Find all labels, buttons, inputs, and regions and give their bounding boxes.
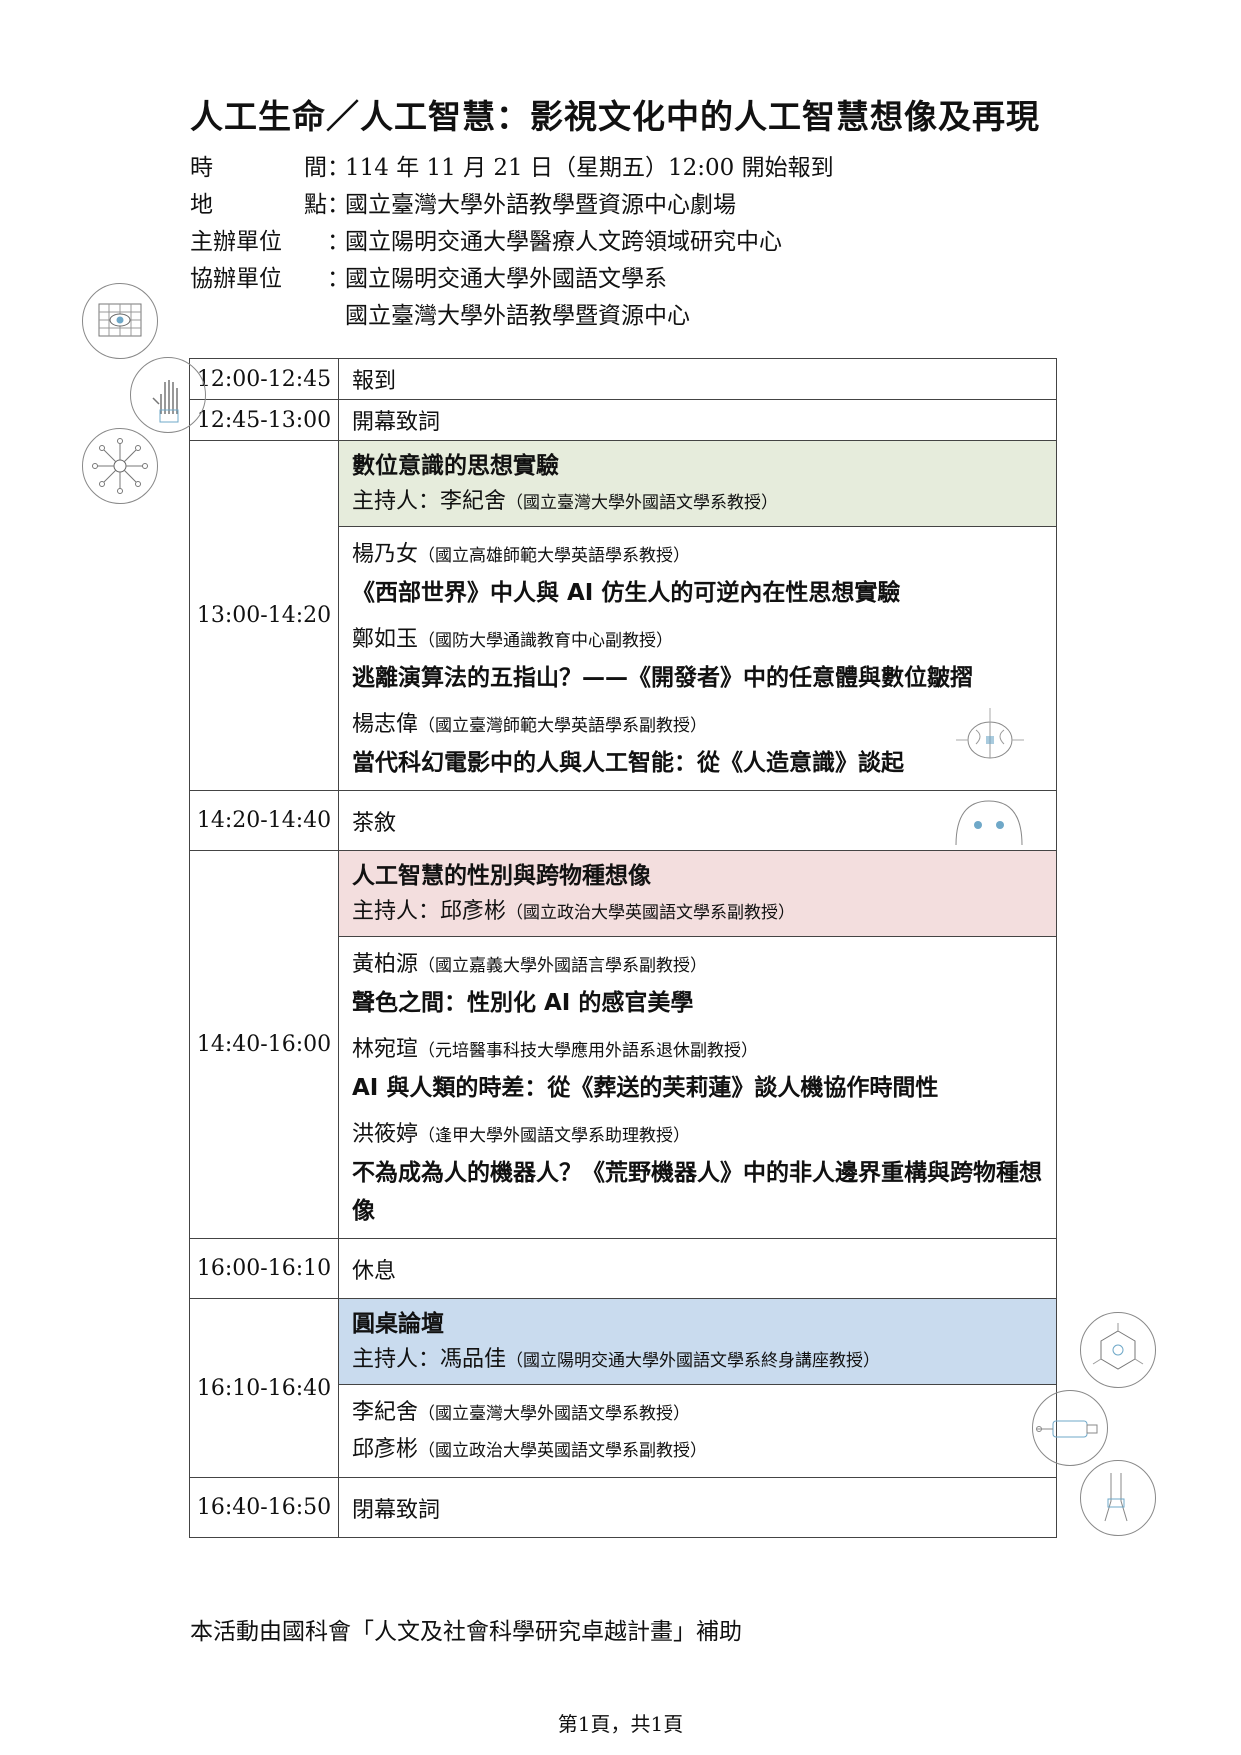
- session-cell: 人工智慧的性別與跨物種想像 主持人：邱彥彬（國立政治大學英國語文學系副教授） 黃…: [338, 850, 1057, 1239]
- panelist: 李紀舍（國立臺灣大學外國語文學系教授）: [352, 1400, 691, 1425]
- session-host: 主持人：馮品佳（國立陽明交通大學外國語文學系終身講座教授）: [352, 1347, 881, 1372]
- document-title: 人工生命／人工智慧：影視文化中的人工智慧想像及再現: [190, 97, 1040, 136]
- schedule-row-closing: 16:40-16:50 閉幕致詞: [189, 1477, 1057, 1538]
- time-cell: 14:20-14:40: [189, 790, 339, 851]
- time-cell: 16:00-16:10: [189, 1238, 339, 1299]
- info-place-value: 國立臺灣大學外語教學暨資源中心劇場: [345, 192, 736, 218]
- session-title: 數位意識的思想實驗: [352, 453, 559, 479]
- page-number: 第1頁，共1頁: [557, 1712, 684, 1736]
- talk-topic: 《西部世界》中人與 AI 仿生人的可逆內在性思想實驗: [352, 580, 901, 606]
- info-coorganizer-row-2: 國立臺灣大學外語教學暨資源中心: [190, 298, 834, 335]
- schedule-row-registration: 12:00-12:45 報到: [189, 358, 1057, 400]
- session-title: 人工智慧的性別與跨物種想像: [352, 863, 651, 889]
- session-panelists: 李紀舍（國立臺灣大學外國語文學系教授） 邱彥彬（國立政治大學英國語文學系副教授）: [339, 1384, 1056, 1477]
- item-cell: 閉幕致詞: [338, 1477, 1057, 1538]
- eye-grid-icon: [82, 283, 158, 359]
- item-cell: 休息: [338, 1238, 1057, 1299]
- schedule-row-opening: 12:45-13:00 開幕致詞: [189, 399, 1057, 441]
- schedule-row-session-3: 16:10-16:40 圓桌論壇 主持人：馮品佳（國立陽明交通大學外國語文學系終…: [189, 1298, 1057, 1478]
- talk-item: 鄭如玉（國防大學通識教育中心副教授） 逃離演算法的五指山？——《開發者》中的任意…: [352, 622, 1043, 697]
- talk-topic: 不為成為人的機器人？《荒野機器人》中的非人邊界重構與跨物種想像: [352, 1160, 1042, 1224]
- robot-hand-icon: [130, 357, 206, 433]
- info-place-label: 地 點: [190, 192, 327, 218]
- talk-item: 楊志偉（國立臺灣師範大學英語學系副教授） 當代科幻電影中的人與人工智能：從《人造…: [352, 707, 1043, 782]
- info-organizer-label: 主辦單位: [190, 229, 282, 255]
- talk-speaker: 楊乃女（國立高雄師範大學英語學系教授）: [352, 542, 691, 567]
- session-host: 主持人：邱彥彬（國立政治大學英國語文學系副教授）: [352, 899, 796, 924]
- time-cell: 13:00-14:20: [189, 440, 339, 791]
- schedule-table: 12:00-12:45 報到 12:45-13:00 開幕致詞 13:00-14…: [189, 358, 1057, 1538]
- session-title: 圓桌論壇: [352, 1311, 444, 1337]
- session-host: 主持人：李紀舍（國立臺灣大學外國語文學系教授）: [352, 489, 779, 514]
- talk-speaker: 鄭如玉（國防大學通識教育中心副教授）: [352, 627, 674, 652]
- session-header: 人工智慧的性別與跨物種想像 主持人：邱彥彬（國立政治大學英國語文學系副教授）: [339, 851, 1056, 936]
- brain-circuit-icon: [950, 700, 1030, 780]
- info-organizer-value: 國立陽明交通大學醫療人文跨領域研究中心: [345, 229, 782, 255]
- time-cell: 12:45-13:00: [189, 399, 339, 441]
- time-cell: 12:00-12:45: [189, 358, 339, 400]
- info-time-value: 114 年 11 月 21 日（星期五）12:00 開始報到: [345, 155, 834, 181]
- session-talks: 黃柏源（國立嘉義大學外國語言學系副教授） 聲色之間：性別化 AI 的感官美學 林…: [339, 936, 1056, 1238]
- talk-speaker: 楊志偉（國立臺灣師範大學英語學系副教授）: [352, 712, 708, 737]
- session-cell: 圓桌論壇 主持人：馮品佳（國立陽明交通大學外國語文學系終身講座教授） 李紀舍（國…: [338, 1298, 1057, 1478]
- talk-item: 洪筱婷（逢甲大學外國語文學系助理教授） 不為成為人的機器人？《荒野機器人》中的非…: [352, 1117, 1043, 1230]
- talk-item: 黃柏源（國立嘉義大學外國語言學系副教授） 聲色之間：性別化 AI 的感官美學: [352, 947, 1043, 1022]
- talk-topic: 聲色之間：性別化 AI 的感官美學: [352, 990, 694, 1016]
- talk-item: 林宛瑄（元培醫事科技大學應用外語系退休副教授） AI 與人類的時差：從《葬送的芙…: [352, 1032, 1043, 1107]
- robot-head-icon: [948, 795, 1030, 846]
- info-organizer-row: 主辦單位 ： 國立陽明交通大學醫療人文跨領域研究中心: [190, 224, 834, 261]
- time-cell: 16:10-16:40: [189, 1298, 339, 1478]
- talk-speaker: 黃柏源（國立嘉義大學外國語言學系副教授）: [352, 952, 708, 977]
- talk-speaker: 洪筱婷（逢甲大學外國語文學系助理教授）: [352, 1122, 691, 1147]
- time-cell: 14:40-16:00: [189, 850, 339, 1239]
- info-coorganizer-row: 協辦單位 ： 國立陽明交通大學外國語文學系: [190, 261, 834, 298]
- robot-arm-icon: [1032, 1390, 1108, 1466]
- talk-topic: 當代科幻電影中的人與人工智能：從《人造意識》談起: [352, 750, 904, 776]
- time-cell: 16:40-16:50: [189, 1477, 339, 1538]
- info-coorganizer-value-2: 國立臺灣大學外語教學暨資源中心: [345, 303, 690, 329]
- schedule-row-tea: 14:20-14:40 茶敘: [189, 790, 1057, 851]
- funding-note: 本活動由國科會「人文及社會科學研究卓越計畫」補助: [190, 1619, 742, 1645]
- info-time-label: 時 間: [190, 155, 327, 181]
- item-cell: 報到: [338, 358, 1057, 400]
- network-node-icon: [82, 428, 158, 504]
- item-cell: 茶敘: [338, 790, 1057, 851]
- info-place-row: 地 點 ： 國立臺灣大學外語教學暨資源中心劇場: [190, 187, 834, 224]
- session-talks: 楊乃女（國立高雄師範大學英語學系教授） 《西部世界》中人與 AI 仿生人的可逆內…: [339, 526, 1056, 790]
- item-cell: 開幕致詞: [338, 399, 1057, 441]
- session-header: 數位意識的思想實驗 主持人：李紀舍（國立臺灣大學外國語文學系教授）: [339, 441, 1056, 526]
- info-coorganizer-label: 協辦單位: [190, 266, 282, 292]
- molecule-icon: [1080, 1312, 1156, 1388]
- schedule-row-session-1: 13:00-14:20 數位意識的思想實驗 主持人：李紀舍（國立臺灣大學外國語文…: [189, 440, 1057, 791]
- info-time-row: 時 間 ： 114 年 11 月 21 日（星期五）12:00 開始報到: [190, 150, 834, 187]
- session-header: 圓桌論壇 主持人：馮品佳（國立陽明交通大學外國語文學系終身講座教授）: [339, 1299, 1056, 1384]
- talk-topic: 逃離演算法的五指山？——《開發者》中的任意體與數位皺摺: [352, 665, 973, 691]
- schedule-row-session-2: 14:40-16:00 人工智慧的性別與跨物種想像 主持人：邱彥彬（國立政治大學…: [189, 850, 1057, 1239]
- talk-topic: AI 與人類的時差：從《葬送的芙莉蓮》談人機協作時間性: [352, 1075, 939, 1101]
- robot-leg-icon: [1080, 1460, 1156, 1536]
- event-info: 時 間 ： 114 年 11 月 21 日（星期五）12:00 開始報到 地 點…: [190, 150, 834, 335]
- session-cell: 數位意識的思想實驗 主持人：李紀舍（國立臺灣大學外國語文學系教授） 楊乃女（國立…: [338, 440, 1057, 791]
- schedule-row-break: 16:00-16:10 休息: [189, 1238, 1057, 1299]
- talk-item: 楊乃女（國立高雄師範大學英語學系教授） 《西部世界》中人與 AI 仿生人的可逆內…: [352, 537, 1043, 612]
- panelist: 邱彥彬（國立政治大學英國語文學系副教授）: [352, 1437, 708, 1462]
- talk-speaker: 林宛瑄（元培醫事科技大學應用外語系退休副教授）: [352, 1037, 759, 1062]
- info-coorganizer-value-1: 國立陽明交通大學外國語文學系: [345, 266, 667, 292]
